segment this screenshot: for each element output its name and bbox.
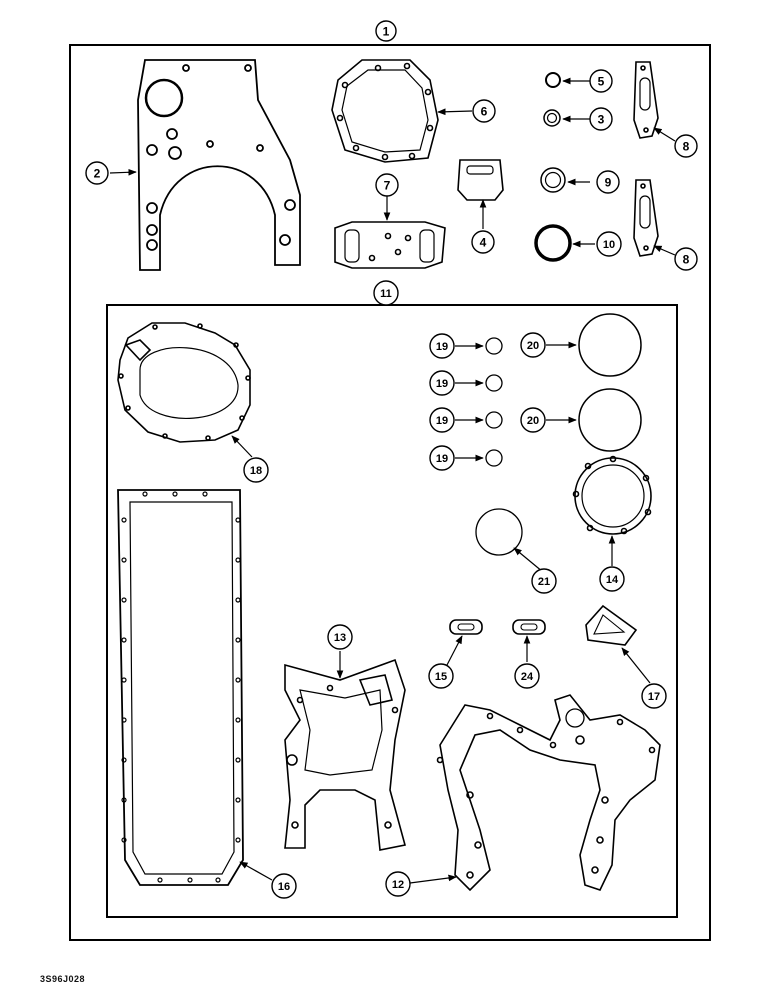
part-9-seal: [540, 167, 566, 193]
svg-text:16: 16: [278, 881, 290, 893]
svg-text:10: 10: [603, 239, 615, 251]
callout-19-b: 19: [429, 370, 455, 396]
callout-14: 14: [599, 566, 625, 592]
callout-12: 12: [385, 871, 411, 897]
callout-11: 11: [373, 280, 399, 306]
callout-18: 18: [243, 457, 269, 483]
part-5-o-ring: [545, 72, 561, 88]
callout-24: 24: [514, 663, 540, 689]
svg-text:24: 24: [521, 671, 534, 683]
svg-text:3: 3: [598, 113, 605, 127]
part-21-disc-seal: [475, 508, 523, 556]
callout-19-c: 19: [429, 407, 455, 433]
part-8-manifold-gasket-upper: [633, 61, 659, 139]
svg-text:9: 9: [605, 176, 612, 190]
callout-7: 7: [375, 173, 399, 197]
part-14-round-gasket: [572, 455, 652, 535]
callout-20-a: 20: [520, 332, 546, 358]
part-19-small-seal-4: [485, 449, 503, 467]
part-20-large-seal-1: [578, 313, 642, 377]
part-6-cover-gasket: [331, 59, 439, 163]
callout-19-a: 19: [429, 333, 455, 359]
callout-9: 9: [596, 170, 620, 194]
part-16-oil-pan-gasket: [117, 489, 244, 886]
part-18-housing-gasket: [117, 322, 251, 443]
callout-17: 17: [641, 683, 667, 709]
svg-text:8: 8: [683, 253, 690, 267]
leader-lines: [109, 77, 676, 884]
part-2-rear-plate-gasket: [137, 59, 301, 271]
part-19-small-seal-2: [485, 374, 503, 392]
svg-text:19: 19: [436, 378, 448, 390]
svg-text:19: 19: [436, 415, 448, 427]
svg-text:11: 11: [380, 288, 392, 300]
part-19-small-seal-3: [485, 411, 503, 429]
callout-8-upper: 8: [674, 134, 698, 158]
svg-text:17: 17: [648, 691, 660, 703]
callout-10: 10: [596, 231, 622, 257]
svg-text:15: 15: [435, 671, 447, 683]
callout-15: 15: [428, 663, 454, 689]
svg-text:6: 6: [481, 105, 488, 119]
svg-text:18: 18: [250, 465, 262, 477]
part-19-small-seal-1: [485, 337, 503, 355]
inner-kit-frame: [106, 304, 678, 918]
callout-1: 1: [375, 20, 397, 42]
callout-16: 16: [271, 873, 297, 899]
part-8-manifold-gasket-lower: [633, 179, 659, 257]
svg-text:12: 12: [392, 879, 404, 891]
svg-text:4: 4: [480, 236, 487, 250]
svg-text:8: 8: [683, 140, 690, 154]
part-7-plate-gasket: [334, 221, 446, 269]
part-17-triangle-gasket: [585, 604, 638, 646]
part-9-seal-inner: [544, 171, 562, 189]
callout-13: 13: [327, 624, 353, 650]
callout-3: 3: [589, 107, 613, 131]
svg-text:20: 20: [527, 340, 539, 352]
svg-text:14: 14: [606, 574, 619, 586]
part-13-timing-cover-gasket: [284, 658, 406, 851]
svg-text:21: 21: [538, 576, 550, 588]
callout-21: 21: [531, 568, 557, 594]
outer-kit-frame: [69, 44, 711, 941]
part-3-seal-ring-inner: [546, 112, 558, 124]
part-3-seal-ring: [543, 109, 561, 127]
figure-code: 3S96J028: [40, 974, 86, 984]
svg-text:7: 7: [384, 179, 391, 193]
svg-text:19: 19: [436, 341, 448, 353]
svg-text:5: 5: [598, 75, 605, 89]
callout-6: 6: [472, 99, 496, 123]
svg-text:20: 20: [527, 415, 539, 427]
callout-20-b: 20: [520, 407, 546, 433]
callout-19-d: 19: [429, 445, 455, 471]
callout-5: 5: [589, 69, 613, 93]
part-24-small-gasket: [512, 619, 546, 635]
svg-text:1: 1: [383, 25, 390, 39]
part-4-gasket: [457, 159, 504, 201]
callout-4: 4: [471, 230, 495, 254]
svg-text:13: 13: [334, 632, 346, 644]
svg-text:19: 19: [436, 453, 448, 465]
callout-8-lower: 8: [674, 247, 698, 271]
svg-text:2: 2: [94, 167, 101, 181]
part-10-large-o-ring: [534, 224, 572, 262]
part-15-small-gasket: [449, 619, 483, 635]
part-12-gear-housing-gasket: [436, 694, 661, 892]
part-20-large-seal-2: [578, 388, 642, 452]
callout-2: 2: [85, 161, 109, 185]
